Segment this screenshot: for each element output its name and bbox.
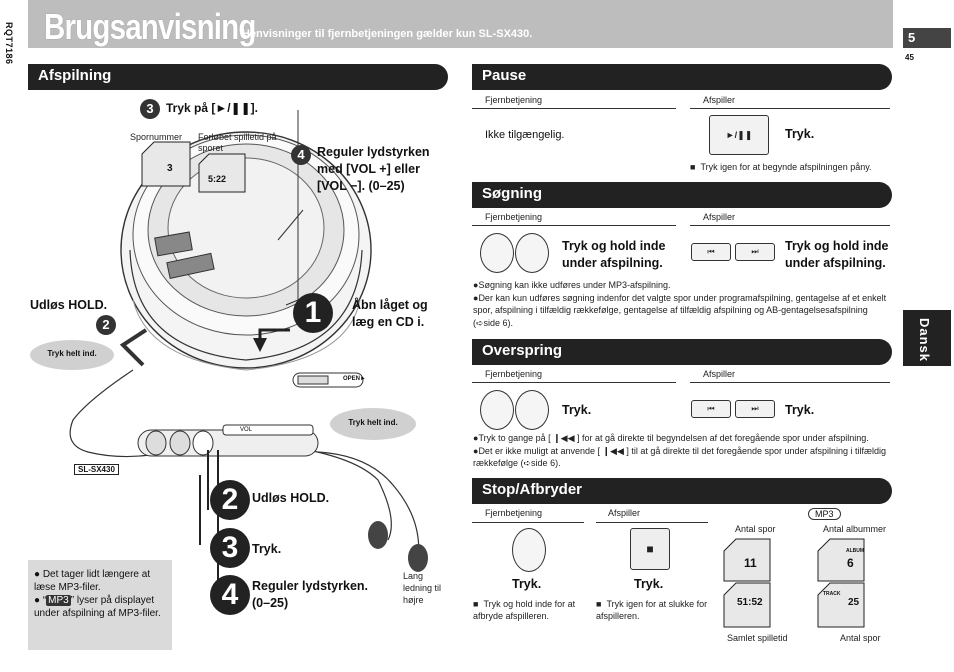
pause-remote-label: Fjernbetjening xyxy=(485,95,543,105)
pause-player-text: Tryk. xyxy=(785,127,815,141)
open-slider-label: OPEN► xyxy=(343,376,366,382)
display-samlet-spilletid: 51:52 xyxy=(737,597,763,608)
search-note-2: ●Der kan kun udføres søgning indenfor de… xyxy=(473,292,887,328)
skip-player-text: Tryk. xyxy=(785,403,815,417)
skip-notes: ●Tryk to gange på [ ❙◀◀ ] for at gå dire… xyxy=(473,432,893,470)
big-step-2: 2 xyxy=(210,480,250,520)
section-stop: Stop/Afbryder xyxy=(472,478,892,504)
info-note-2: ● “MP3” lyser på displayet under afspiln… xyxy=(34,595,161,619)
language-tab: Dansk xyxy=(903,310,951,366)
doc-code: RQT7186 xyxy=(4,22,14,65)
big-step-3: 3 xyxy=(210,528,250,568)
mp3-badge: MP3 xyxy=(46,595,71,606)
search-notes: ●Søgning kan ikke udføres under MP3-afsp… xyxy=(473,279,893,329)
info-note-1: ● Det tager lidt længere at læse MP3-fil… xyxy=(34,569,151,593)
display-track-number: 3 xyxy=(167,163,173,174)
stop-player-text: Tryk. xyxy=(634,577,664,591)
label-antal-spor: Antal spor xyxy=(735,524,776,534)
label-udlos-hold: Udløs HOLD. xyxy=(30,298,108,312)
time-display xyxy=(198,153,246,193)
model-label: SL-SX430 xyxy=(74,464,119,475)
remote-step3-label: Tryk. xyxy=(252,542,282,556)
skip-remote-label: Fjernbetjening xyxy=(485,369,543,379)
bubble-tryk-helt-ind-1: Tryk helt ind. xyxy=(30,340,114,370)
remote-stop-button[interactable] xyxy=(512,528,546,572)
search-player-text: Tryk og hold inde under afspilning. xyxy=(785,239,889,270)
remote-vol-label: VOL xyxy=(240,427,253,433)
page-number: 5 xyxy=(903,28,951,48)
remote-skip-back-button[interactable] xyxy=(480,233,514,273)
display-elapsed-time: 5:22 xyxy=(208,174,227,184)
display-antal-spor: 11 xyxy=(744,556,757,570)
remote-step2-label: Udløs HOLD. xyxy=(252,491,330,505)
search-note-1: ●Søgning kan ikke udføres under MP3-afsp… xyxy=(473,280,671,290)
stop-remote-note: ■ Tryk og hold inde for at afbryde afspi… xyxy=(473,599,576,621)
display-album-label: ALBUM xyxy=(846,548,865,554)
section-afspilning: Afspilning xyxy=(28,64,448,90)
skip-remote-text: Tryk. xyxy=(562,403,592,417)
label-antal-spor-2: Antal spor xyxy=(840,633,881,643)
skip-note-1: ●Tryk to gange på [ ❙◀◀ ] for at gå dire… xyxy=(473,433,869,443)
player-skip-next-button[interactable]: ⏭ xyxy=(735,400,775,418)
page-subtitle: Henvisninger til fjernbetjeningen gælder… xyxy=(242,28,533,40)
skip-note-2: ●Det er ikke muligt at anvende [ ❙◀◀ ] t… xyxy=(473,445,887,469)
player-stop-button[interactable]: ■ xyxy=(630,528,670,570)
mp3-displays xyxy=(723,538,865,628)
label-forlobet-spilletid: Forløbet spilletid på sporet xyxy=(198,132,277,153)
step2-marker: 2 xyxy=(96,315,116,335)
track-display xyxy=(141,141,191,187)
step3-marker: 3 xyxy=(140,99,160,119)
display-antal-albummer: 6 xyxy=(847,556,854,570)
stop-remote-label: Fjernbetjening xyxy=(485,508,543,518)
bubble-tryk-helt-ind-2: Tryk helt ind. xyxy=(330,408,416,440)
stop-remote-text: Tryk. xyxy=(512,577,542,591)
remote-skip-next-button[interactable] xyxy=(515,390,549,430)
stop-player-note: ■ Tryk igen for at slukke for afspillere… xyxy=(596,599,708,621)
pause-note: ■ Tryk igen for at begynde afspilningen … xyxy=(690,162,872,172)
stop-player-label: Afspiller xyxy=(608,508,641,518)
step3-label: Tryk på [►/❚❚]. xyxy=(166,101,259,115)
remote-skip-prev-button[interactable] xyxy=(480,390,514,430)
step4-label: Reguler lydstyrken med [VOL +] eller [VO… xyxy=(317,145,430,193)
display-track-label: TRACK xyxy=(823,591,841,597)
search-player-label: Afspiller xyxy=(703,212,736,222)
section-overspring: Overspring xyxy=(472,339,892,365)
page-sub-number: 45 xyxy=(905,53,914,62)
label-lang-ledning: Lang ledning til højre xyxy=(403,571,442,605)
step4-marker: 4 xyxy=(291,145,311,165)
mp3-info-box: ● Det tager lidt længere at læse MP3-fil… xyxy=(28,560,172,650)
header-bar xyxy=(28,0,893,48)
section-sogning: Søgning xyxy=(472,182,892,208)
pause-remote-text: Ikke tilgængelig. xyxy=(485,129,565,141)
pause-player-label: Afspiller xyxy=(703,95,736,105)
player-search-forward-button[interactable]: ⏭ xyxy=(735,243,775,261)
label-samlet-spilletid: Samlet spilletid xyxy=(727,633,788,643)
remote-skip-forward-button[interactable] xyxy=(515,233,549,273)
pause-play-button[interactable]: ►/❚❚ xyxy=(709,115,769,155)
page-title: Brugsanvisning xyxy=(44,6,256,47)
label-antal-albummer: Antal albummer xyxy=(823,524,887,534)
label-abn-laget: Åbn låget og læg en CD i. xyxy=(352,298,428,329)
search-remote-text: Tryk og hold inde under afspilning. xyxy=(562,239,666,270)
label-spornummer: Spornummer xyxy=(130,132,183,142)
skip-player-label: Afspiller xyxy=(703,369,736,379)
player-skip-prev-button[interactable]: ⏮ xyxy=(691,400,731,418)
search-remote-label: Fjernbetjening xyxy=(485,212,543,222)
section-pause: Pause xyxy=(472,64,892,90)
big-step-4: 4 xyxy=(210,575,250,615)
stop-mp3-badge: MP3 xyxy=(808,508,841,520)
remote-step4-label: Reguler lydstyrken. (0–25) xyxy=(252,579,369,610)
player-search-back-button[interactable]: ⏮ xyxy=(691,243,731,261)
big-step-1: 1 xyxy=(293,293,333,333)
display-antal-spor-2: 25 xyxy=(848,597,860,608)
